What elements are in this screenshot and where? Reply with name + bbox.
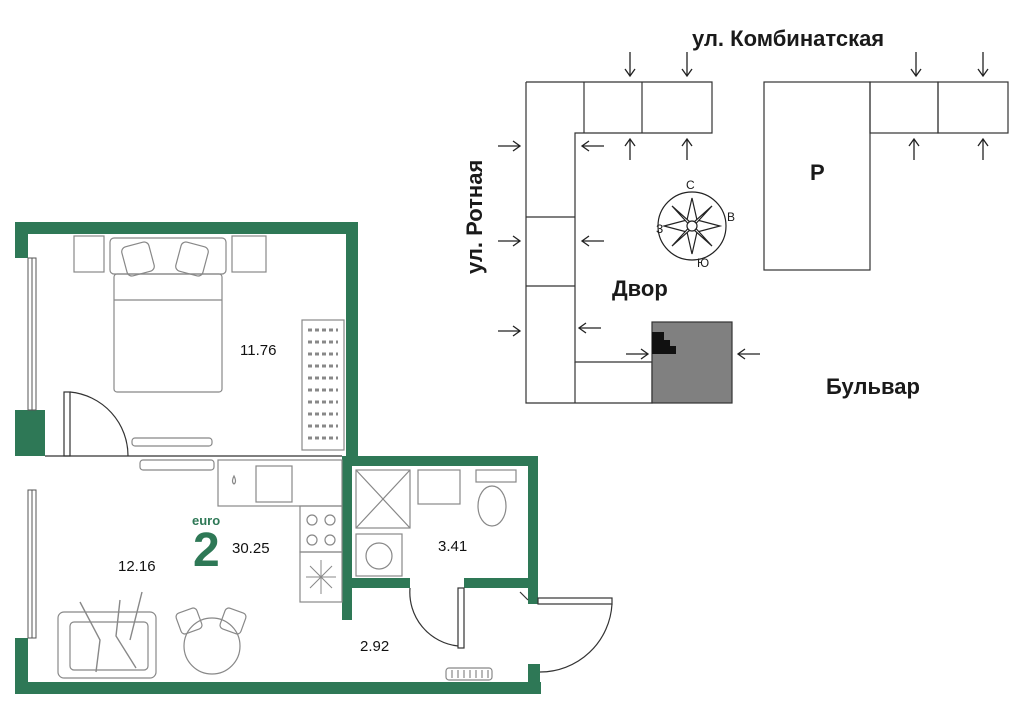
windows — [27, 257, 37, 639]
highlighted-section — [651, 321, 733, 404]
chair-icon — [175, 607, 203, 635]
apartment-class-tag: euro — [192, 513, 221, 528]
arrow-right-icon — [498, 325, 522, 337]
street-label-rotnaya: ул. Ротная — [462, 159, 487, 274]
pillow-icon — [121, 241, 155, 277]
kitchen-counter — [217, 459, 343, 507]
arrow-down-icon — [681, 52, 693, 78]
arrow-down-icon — [910, 52, 922, 78]
door-leaf-bathroom — [457, 587, 465, 649]
compass-east-label: В — [727, 210, 736, 224]
compass-north-label: С — [686, 178, 695, 192]
arrow-right-icon — [498, 140, 522, 152]
wall-bath-top — [342, 456, 538, 466]
bed-headboard — [109, 237, 227, 275]
entrance-arrows — [498, 52, 989, 360]
arrow-left-icon — [736, 348, 760, 360]
washing-machine-icon — [355, 533, 403, 577]
arrow-up-icon — [681, 137, 693, 160]
chair-icon — [219, 607, 247, 635]
stove-icon — [299, 505, 343, 553]
wall-bath-right — [528, 456, 538, 604]
kitchen — [217, 459, 343, 603]
apartment-plan — [15, 222, 613, 694]
bathroom-fixtures — [355, 469, 517, 577]
sofa-icon — [57, 611, 157, 679]
compass-south-label: Ю — [697, 256, 710, 270]
door-swing-bedroom — [69, 391, 129, 457]
compass-west-label: З — [656, 222, 664, 236]
area-living: 12.16 — [118, 558, 156, 575]
tv-stand — [131, 437, 213, 447]
arrow-up-icon — [977, 137, 989, 160]
street-label-kombinatskaya: ул. Комбинатская — [692, 26, 885, 51]
bath-sink-icon — [417, 469, 461, 505]
arrow-left-icon — [580, 140, 604, 152]
arrow-left-icon — [577, 322, 601, 334]
radiator-icon — [445, 667, 493, 681]
wall-top — [15, 222, 358, 234]
total-area: 30.25 — [232, 540, 270, 557]
pillow-icon — [175, 241, 209, 277]
sink-icon — [255, 465, 293, 503]
door-leaf-entrance — [537, 597, 613, 605]
wall-left — [15, 410, 45, 456]
wall-bottom — [15, 682, 541, 694]
living-furniture — [57, 591, 493, 681]
fridge-icon — [299, 551, 343, 603]
yard-label: Двор — [612, 276, 668, 301]
area-hall: 2.92 — [360, 638, 390, 655]
parking-building — [763, 81, 871, 271]
door-swing-entrance — [539, 603, 613, 673]
building-right-section — [869, 81, 939, 134]
walls — [15, 222, 541, 694]
nightstand — [73, 235, 105, 273]
door-leaf-bedroom — [63, 391, 71, 457]
wall-entrance — [528, 664, 540, 694]
boulevard-label: Бульвар — [826, 374, 920, 399]
building-right-section — [937, 81, 1009, 134]
arrow-right-icon — [626, 348, 650, 360]
arrow-up-icon — [624, 137, 636, 160]
wall-left — [15, 638, 28, 694]
toilet-tank — [475, 469, 517, 483]
parking-label: Р — [810, 160, 825, 185]
arrow-left-icon — [580, 235, 604, 247]
wall-bedroom-right — [346, 222, 358, 458]
wardrobe — [301, 319, 345, 451]
toilet-icon — [477, 485, 507, 527]
arrow-right-icon — [498, 235, 522, 247]
wall-bath-bottom — [352, 578, 410, 588]
water-drop-icon — [231, 474, 237, 485]
door-stop — [519, 591, 529, 601]
site-plan — [498, 52, 1009, 404]
arrow-down-icon — [624, 52, 636, 78]
nightstand — [231, 235, 267, 273]
arrow-down-icon — [977, 52, 989, 78]
door-swing-bathroom — [409, 587, 459, 647]
wall-left — [15, 222, 28, 258]
bed-icon — [113, 273, 223, 393]
compass-rose-icon — [657, 191, 727, 261]
shower-icon — [355, 469, 411, 529]
dining-table-icon — [183, 617, 241, 675]
apartment-marker-icon — [652, 332, 676, 354]
tv-icon — [139, 459, 215, 471]
area-bedroom: 11.76 — [240, 342, 277, 359]
wall-bath-bottom — [464, 578, 528, 588]
arrow-up-icon — [908, 137, 920, 160]
room-count: 2 — [193, 524, 220, 577]
people-icon — [79, 591, 143, 673]
interior-lines — [45, 391, 613, 673]
wall-bath-left — [342, 456, 352, 620]
bedroom-furniture — [73, 235, 345, 471]
area-bathroom: 3.41 — [438, 538, 468, 555]
